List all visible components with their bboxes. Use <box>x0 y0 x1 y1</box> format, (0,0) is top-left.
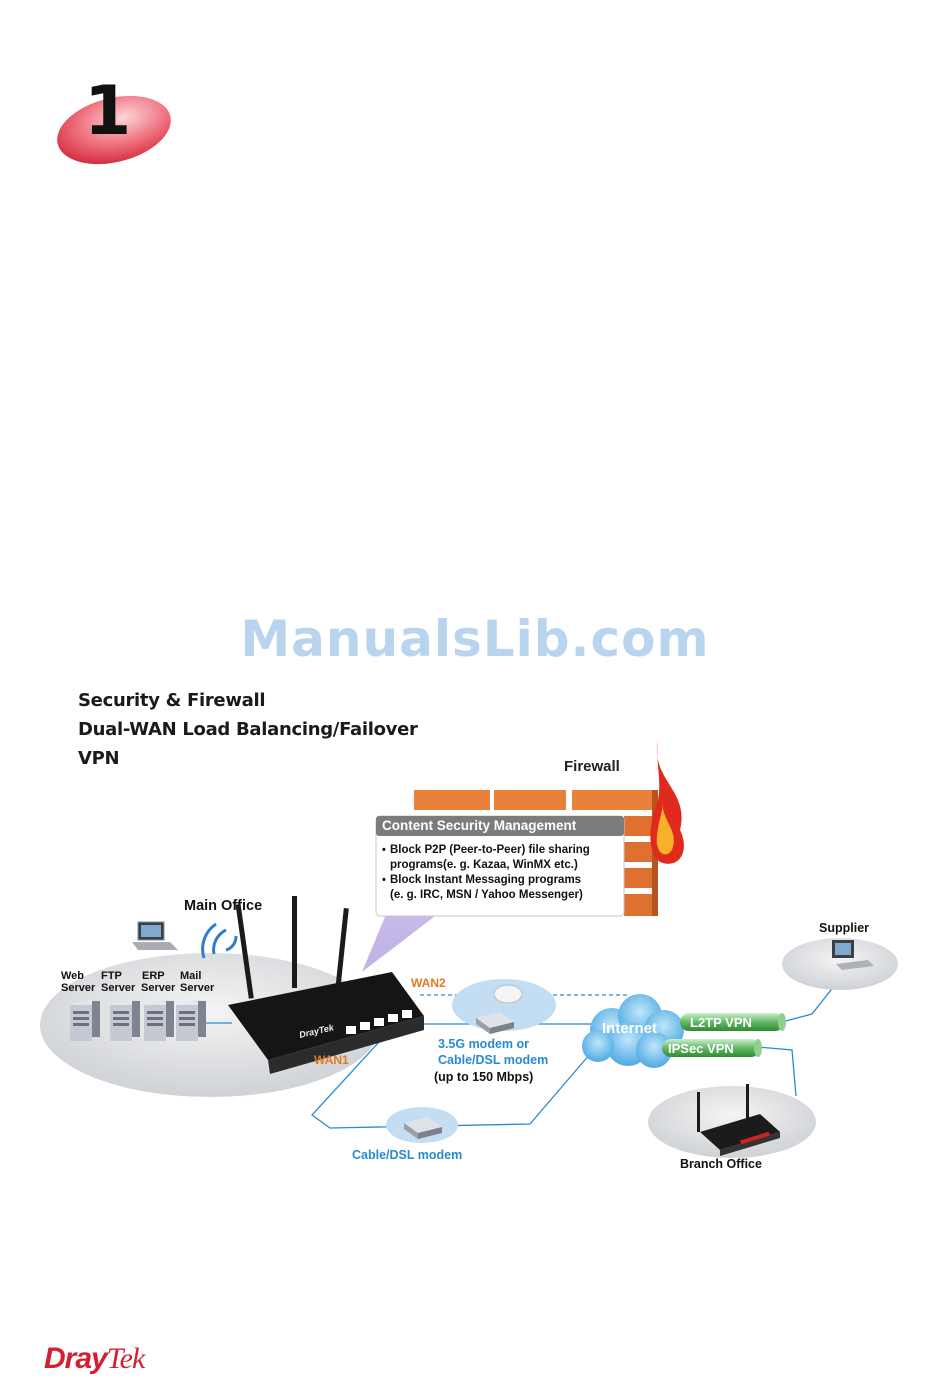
modem-35g-label-2: Cable/DSL modem <box>438 1053 548 1067</box>
server-label-mail-1: Mail <box>180 970 201 982</box>
wireless-signal-icon <box>201 922 238 959</box>
server-label-erp-2: Server <box>141 982 176 994</box>
cable-dsl-modem-icon <box>404 1117 442 1139</box>
connection-lines <box>206 975 843 1129</box>
server-label-erp-1: ERP <box>142 970 165 982</box>
csm-bullet-1-line-2: programs(e. g. Kazaa, WinMX etc.) <box>390 859 578 871</box>
fire-icon <box>650 740 684 864</box>
chapter-number: 1 <box>84 72 131 151</box>
feature-vpn: VPN <box>78 748 120 769</box>
branch-router-icon <box>697 1084 780 1156</box>
l2tp-vpn-tube: L2TP VPN <box>680 1013 786 1031</box>
main-office-label: Main Office <box>184 898 262 914</box>
branch-office-label: Branch Office <box>680 1157 762 1171</box>
server-label-ftp-1: FTP <box>101 970 122 982</box>
server-icons <box>70 999 206 1041</box>
csm-bullet-2-line-1: Block Instant Messaging programs <box>390 874 581 886</box>
modem-speed-label: (up to 150 Mbps) <box>434 1070 533 1084</box>
laptop-icon <box>132 921 178 950</box>
server-label-ftp-2: Server <box>101 982 136 994</box>
logo-part-2: Tek <box>106 1342 146 1375</box>
csm-bullet-2-line-2: (e. g. IRC, MSN / Yahoo Messenger) <box>390 889 583 901</box>
supplier-pc-icon <box>832 940 874 970</box>
wan2-label: WAN2 <box>411 976 446 990</box>
csm-title: Content Security Management <box>382 818 577 833</box>
ipsec-vpn-label: IPSec VPN <box>668 1041 734 1056</box>
watermark: ManualsLib.com <box>240 610 710 668</box>
l2tp-vpn-label: L2TP VPN <box>690 1015 752 1030</box>
chapter-badge: 1 <box>57 72 171 165</box>
usb-modem-icon <box>493 984 523 1004</box>
svg-text:•: • <box>382 874 386 886</box>
ipsec-vpn-tube: IPSec VPN <box>662 1039 762 1057</box>
modem-35g-icon <box>476 1012 514 1034</box>
feature-dual-wan: Dual-WAN Load Balancing/Failover <box>78 719 418 740</box>
server-label-web-1: Web <box>61 970 84 982</box>
feature-security-firewall: Security & Firewall <box>78 690 266 711</box>
branch-office-platform <box>648 1086 816 1158</box>
wan1-label: WAN1 <box>314 1053 349 1067</box>
main-router-icon: DrayTek <box>228 896 424 1074</box>
internet-label: Internet <box>602 1020 657 1037</box>
server-label-web-2: Server <box>61 982 96 994</box>
modem-35g-label-1: 3.5G modem or <box>438 1037 529 1051</box>
draytek-logo: DrayTek <box>44 1342 146 1376</box>
firewall-label: Firewall <box>564 758 620 775</box>
firewall-wall <box>414 790 658 916</box>
content-security-box: Content Security Management • Block P2P … <box>362 815 625 972</box>
csm-bullet-1-line-1: Block P2P (Peer-to-Peer) file sharing <box>390 844 590 856</box>
network-diagram: Firewall Content Security Management • B… <box>40 740 898 1171</box>
logo-part-1: Dray <box>44 1342 108 1375</box>
cable-dsl-label: Cable/DSL modem <box>352 1148 462 1162</box>
server-label-mail-2: Server <box>180 982 215 994</box>
svg-text:•: • <box>382 844 386 856</box>
supplier-label: Supplier <box>819 921 869 935</box>
